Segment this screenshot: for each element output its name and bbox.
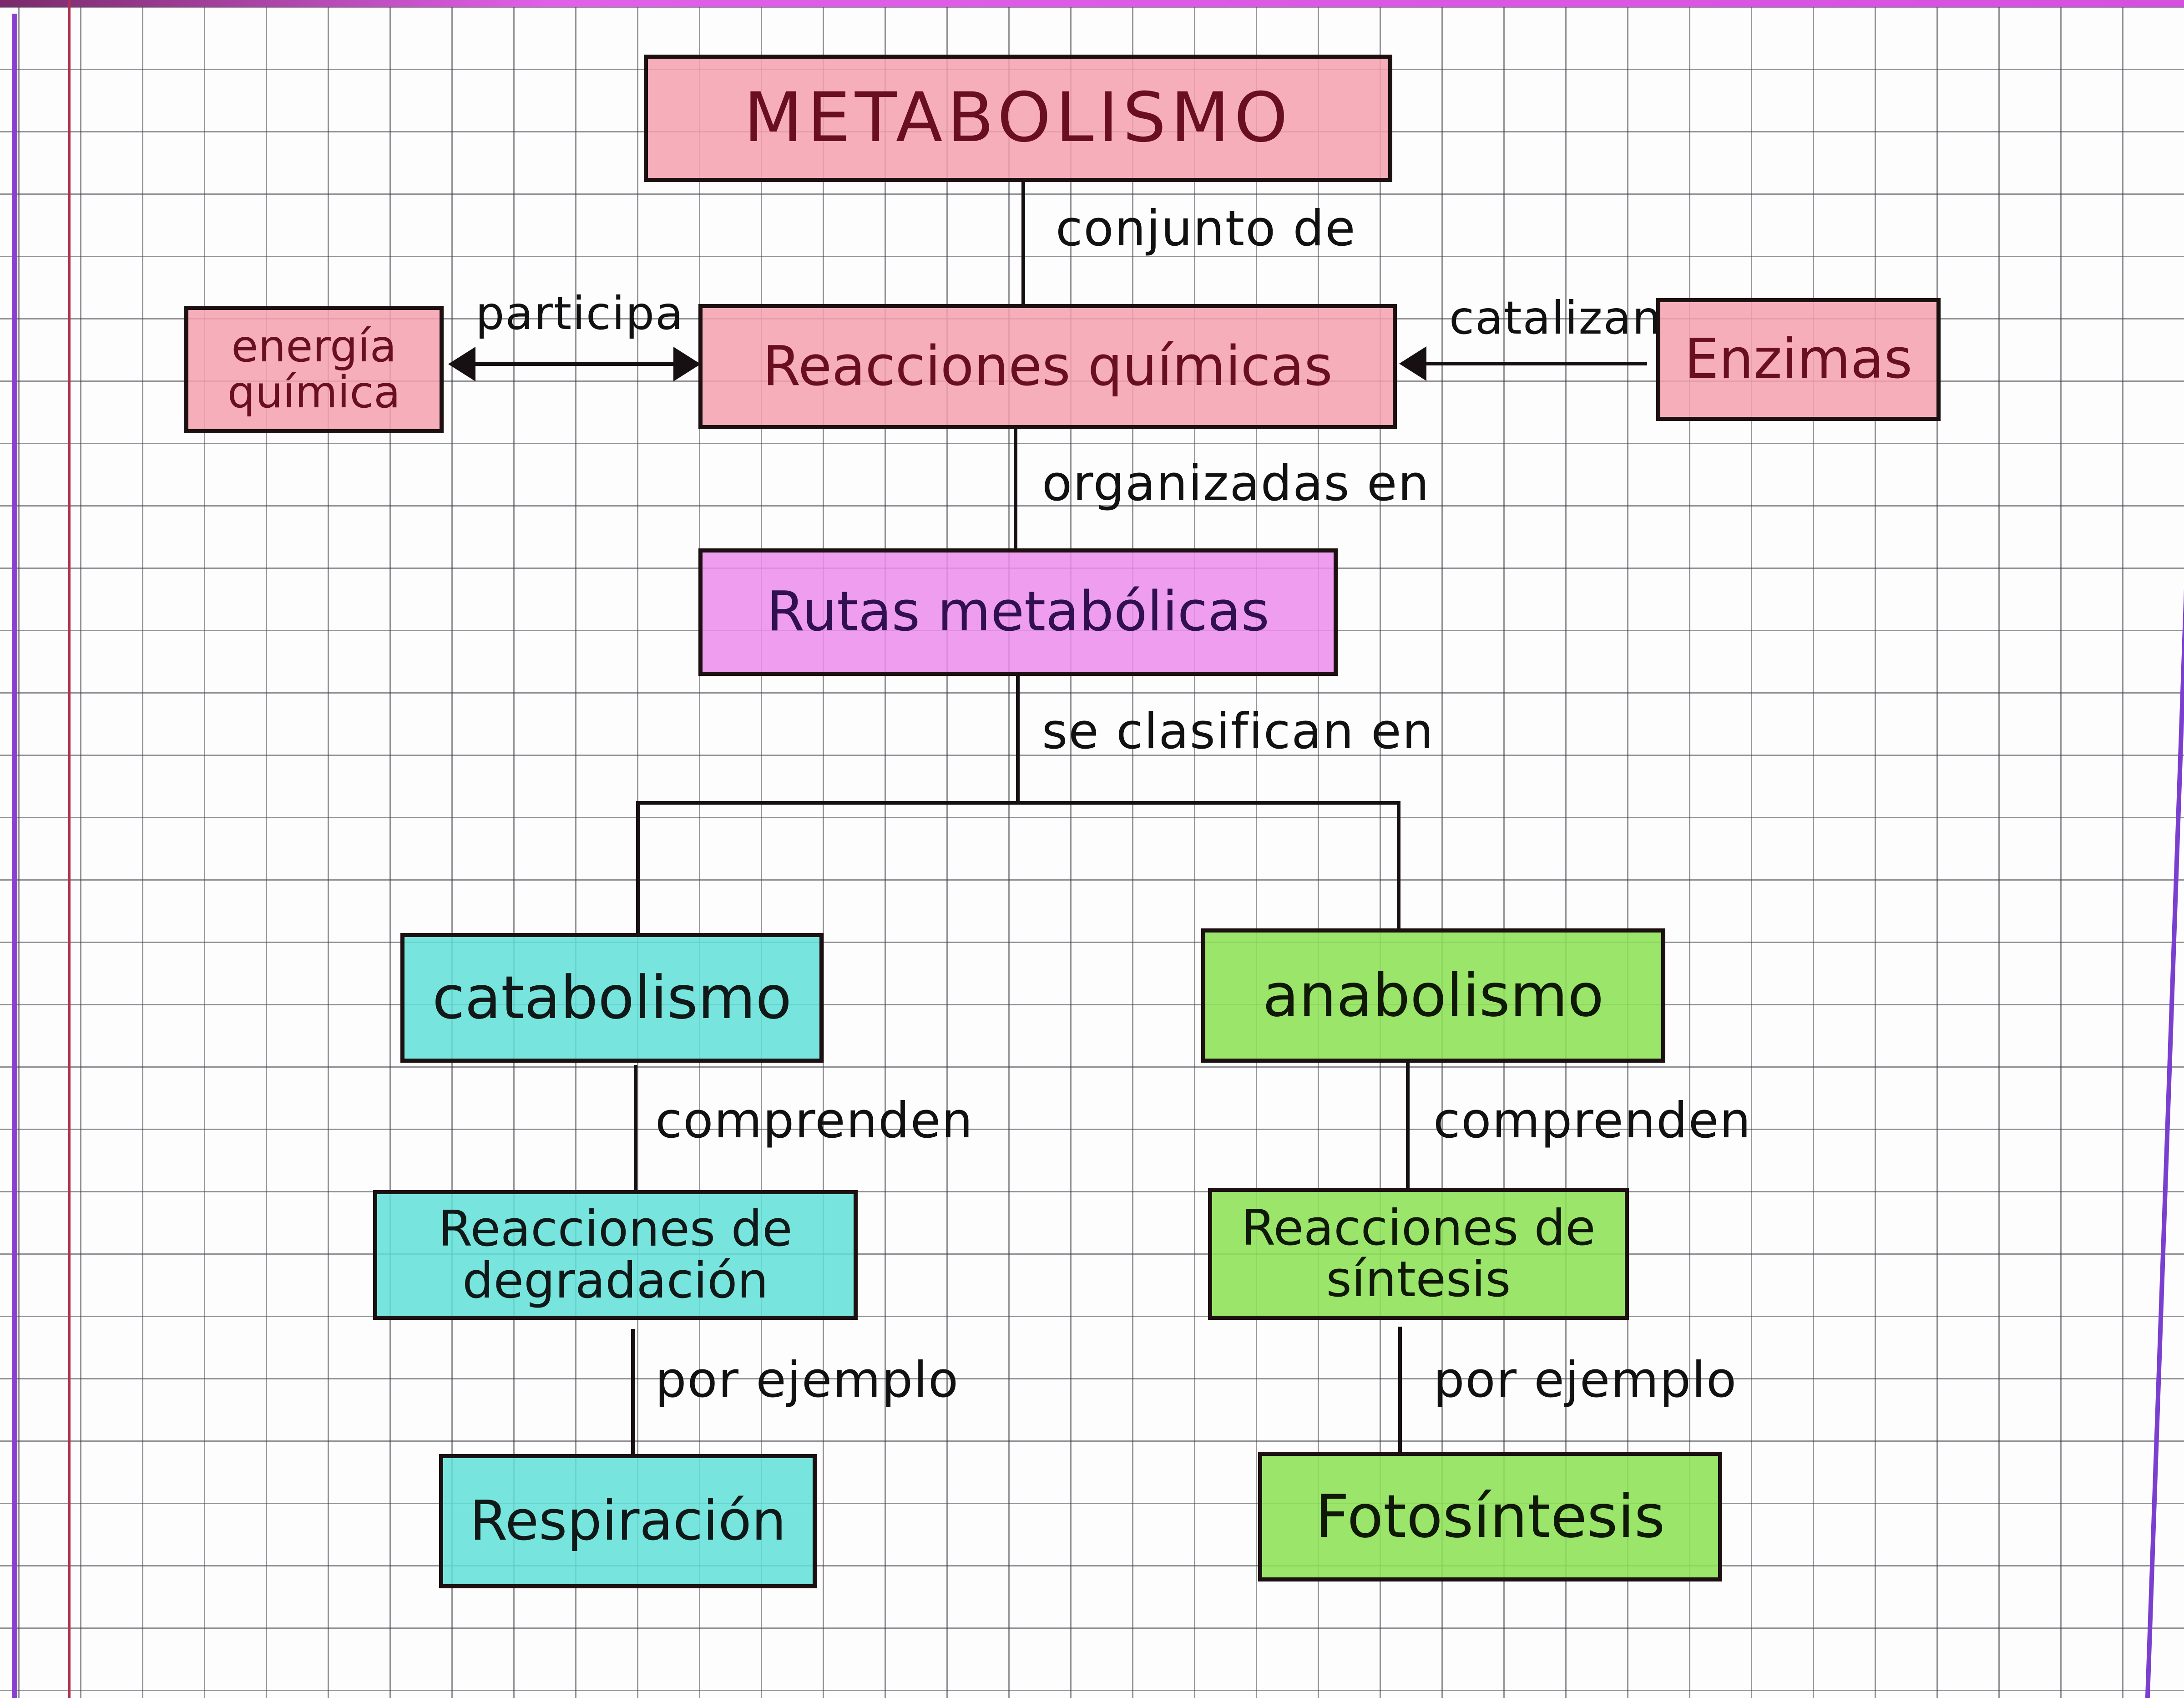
connector-degradacion-respiracion bbox=[631, 1329, 635, 1454]
node-catabolismo-label: catabolismo bbox=[432, 963, 792, 1033]
node-reacciones-degradacion: Reacciones de degradación bbox=[373, 1190, 858, 1320]
node-rutas-metabolicas: Rutas metabólicas bbox=[698, 548, 1338, 676]
link-label-catalizan: catalizan bbox=[1449, 291, 1662, 345]
link-label-comprenden-right: comprenden bbox=[1433, 1092, 1752, 1149]
connector-catabolismo-degradacion bbox=[634, 1065, 637, 1192]
arrowhead-left-icon bbox=[448, 347, 475, 381]
node-metabolismo: METABOLISMO bbox=[644, 55, 1392, 182]
node-enzimas-label: Enzimas bbox=[1684, 328, 1913, 391]
notebook-right-edge bbox=[2145, 0, 2184, 1698]
connector-reacciones-rutas bbox=[1014, 429, 1017, 550]
connector-rutas-branch bbox=[1016, 676, 1020, 803]
node-reacciones-degradacion-label: Reacciones de degradación bbox=[438, 1201, 793, 1309]
node-rutas-metabolicas-label: Rutas metabólicas bbox=[767, 580, 1269, 644]
connector-branch-right bbox=[1397, 801, 1400, 931]
connector-anabolismo-sintesis bbox=[1406, 1063, 1410, 1190]
notebook-left-edge bbox=[12, 14, 17, 1698]
link-label-participa: participa bbox=[475, 287, 684, 340]
node-fotosintesis: Fotosíntesis bbox=[1258, 1452, 1722, 1581]
node-anabolismo-label: anabolismo bbox=[1263, 961, 1604, 1030]
node-reacciones-quimicas: Reacciones químicas bbox=[698, 304, 1397, 429]
node-anabolismo: anabolismo bbox=[1201, 928, 1665, 1063]
node-reacciones-sintesis: Reacciones de síntesis bbox=[1208, 1188, 1629, 1320]
link-label-organizadas-en: organizadas en bbox=[1042, 455, 1430, 512]
node-energia-quimica: energía química bbox=[184, 306, 444, 433]
connector-branch-left bbox=[636, 801, 640, 933]
connector-branch-horizontal bbox=[636, 801, 1400, 805]
node-respiracion-label: Respiración bbox=[470, 1489, 786, 1553]
link-label-por-ejemplo-left: por ejemplo bbox=[655, 1352, 960, 1409]
node-enzimas: Enzimas bbox=[1656, 298, 1941, 421]
link-label-se-clasifican-en: se clasifican en bbox=[1042, 703, 1435, 760]
node-reacciones-quimicas-label: Reacciones químicas bbox=[763, 335, 1333, 398]
node-catabolismo: catabolismo bbox=[400, 933, 824, 1063]
arrowhead-right-icon bbox=[673, 347, 701, 381]
connector-energia-reacciones bbox=[455, 362, 687, 366]
node-energia-quimica-label: energía química bbox=[227, 321, 401, 418]
arrowhead-left-icon bbox=[1399, 346, 1426, 381]
connector-sintesis-fotosintesis bbox=[1398, 1327, 1402, 1452]
link-label-conjunto-de: conjunto de bbox=[1056, 200, 1356, 257]
node-metabolismo-label: METABOLISMO bbox=[743, 78, 1293, 158]
connector-enzimas-reacciones bbox=[1415, 362, 1647, 365]
link-label-comprenden-left: comprenden bbox=[655, 1092, 974, 1149]
node-reacciones-sintesis-label: Reacciones de síntesis bbox=[1241, 1199, 1596, 1308]
link-label-por-ejemplo-right: por ejemplo bbox=[1433, 1352, 1738, 1409]
red-margin-line bbox=[68, 0, 71, 1698]
notebook-top-edge bbox=[0, 0, 2184, 7]
node-fotosintesis-label: Fotosíntesis bbox=[1315, 1482, 1665, 1551]
node-respiracion: Respiración bbox=[439, 1454, 817, 1588]
connector-metabolismo-reacciones bbox=[1021, 182, 1025, 305]
